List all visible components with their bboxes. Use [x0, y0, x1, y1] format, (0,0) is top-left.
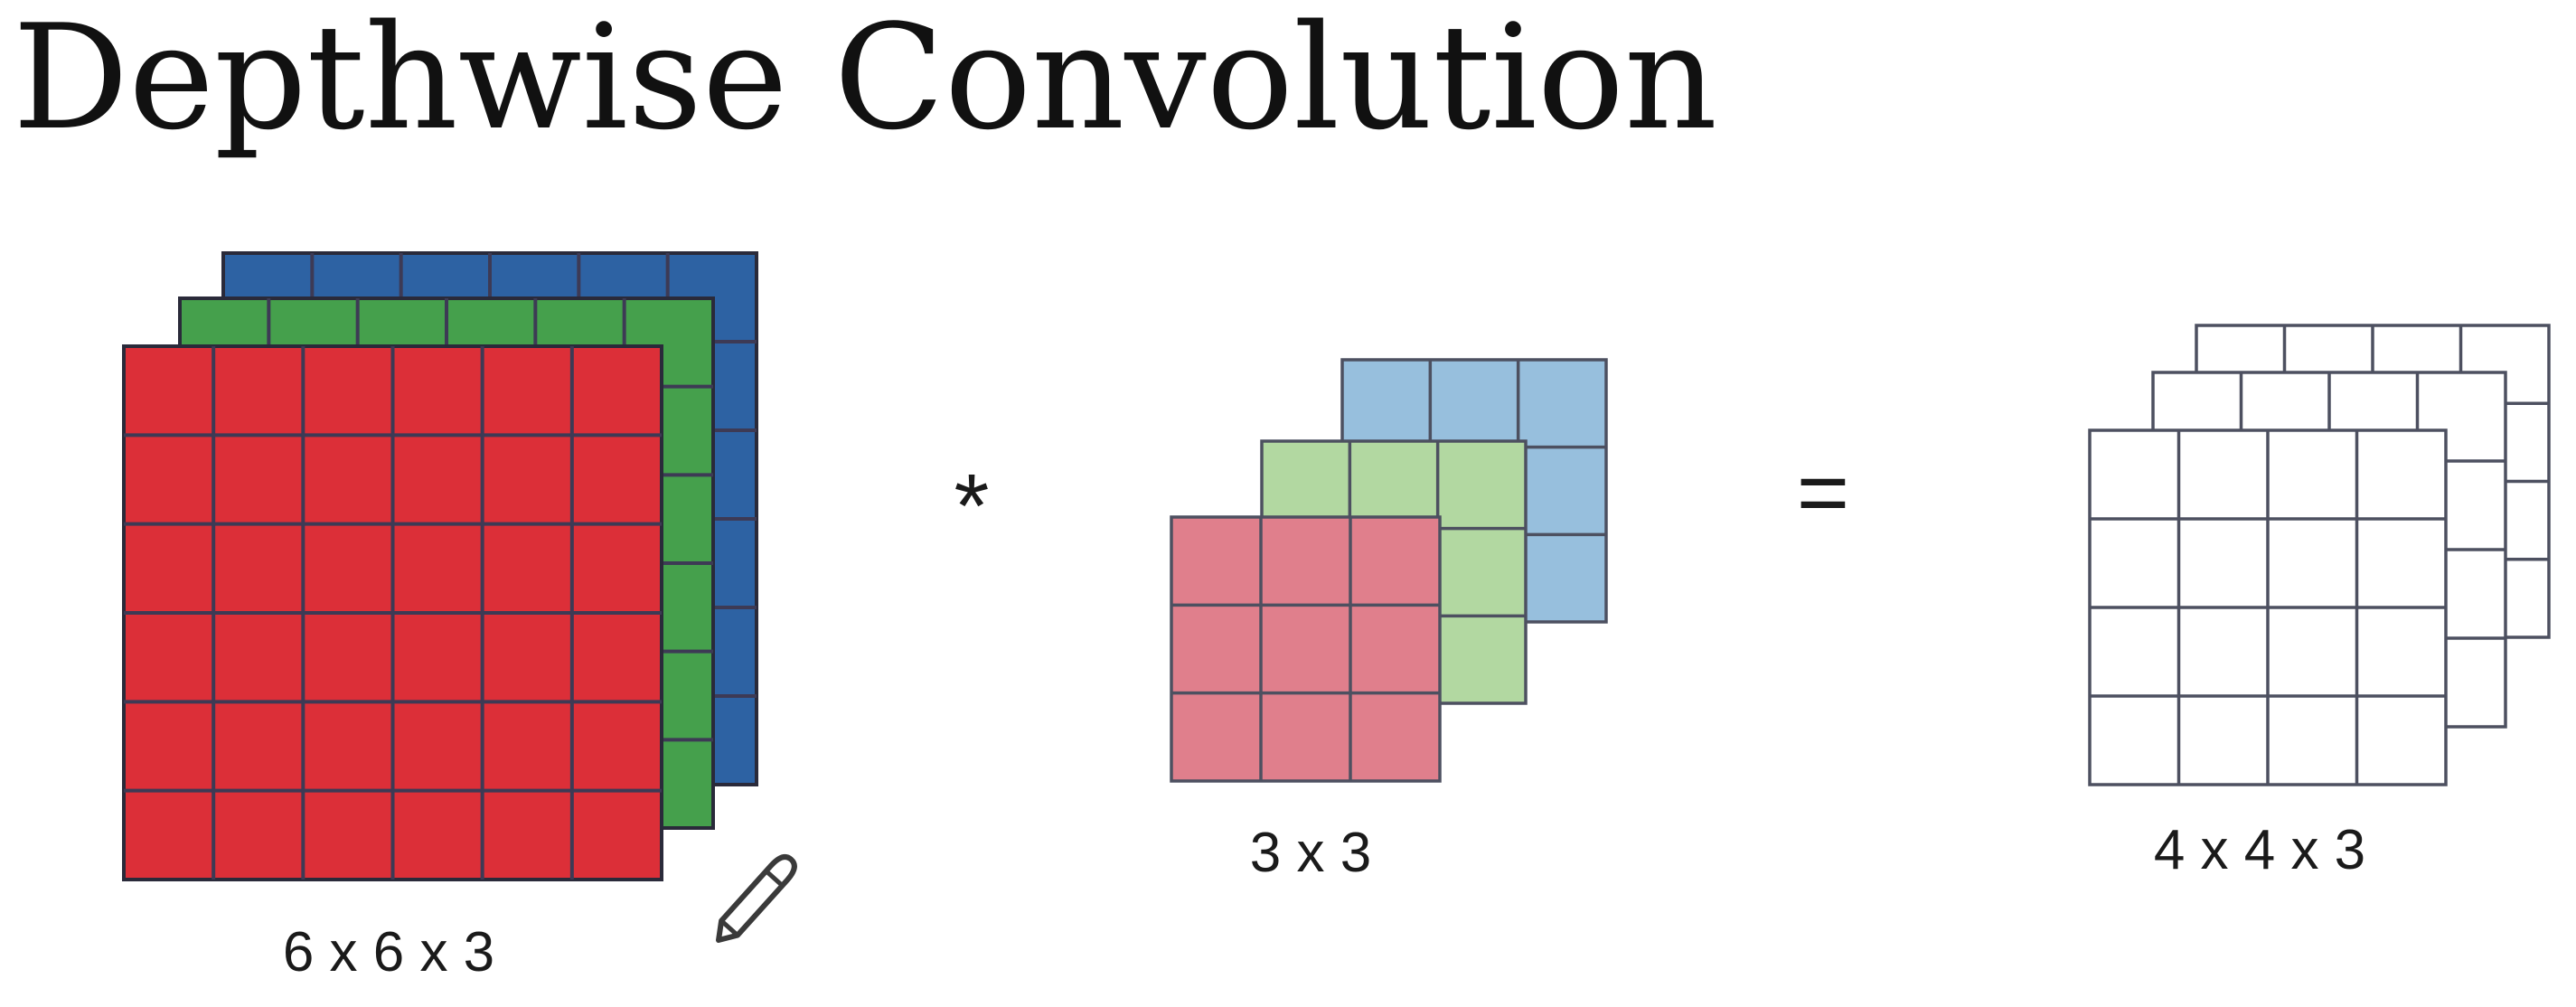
slide-title: Depthwise Convolution [13, 0, 1718, 162]
output-layer-3 [2088, 428, 2448, 786]
output-volume [2088, 324, 2551, 786]
input-layer-3 [122, 344, 663, 881]
filter-volume [1170, 358, 1608, 783]
filter-label: 3 x 3 [1249, 822, 1372, 884]
output-volume-label: 4 x 4 x 3 [2153, 819, 2366, 881]
filter-layer-3 [1170, 515, 1442, 783]
input-volume [122, 251, 758, 881]
pencil-icon[interactable] [710, 852, 799, 947]
equals-operator: = [1796, 442, 1850, 543]
input-volume-label: 6 x 6 x 3 [282, 921, 495, 983]
convolution-operator: * [954, 456, 990, 557]
